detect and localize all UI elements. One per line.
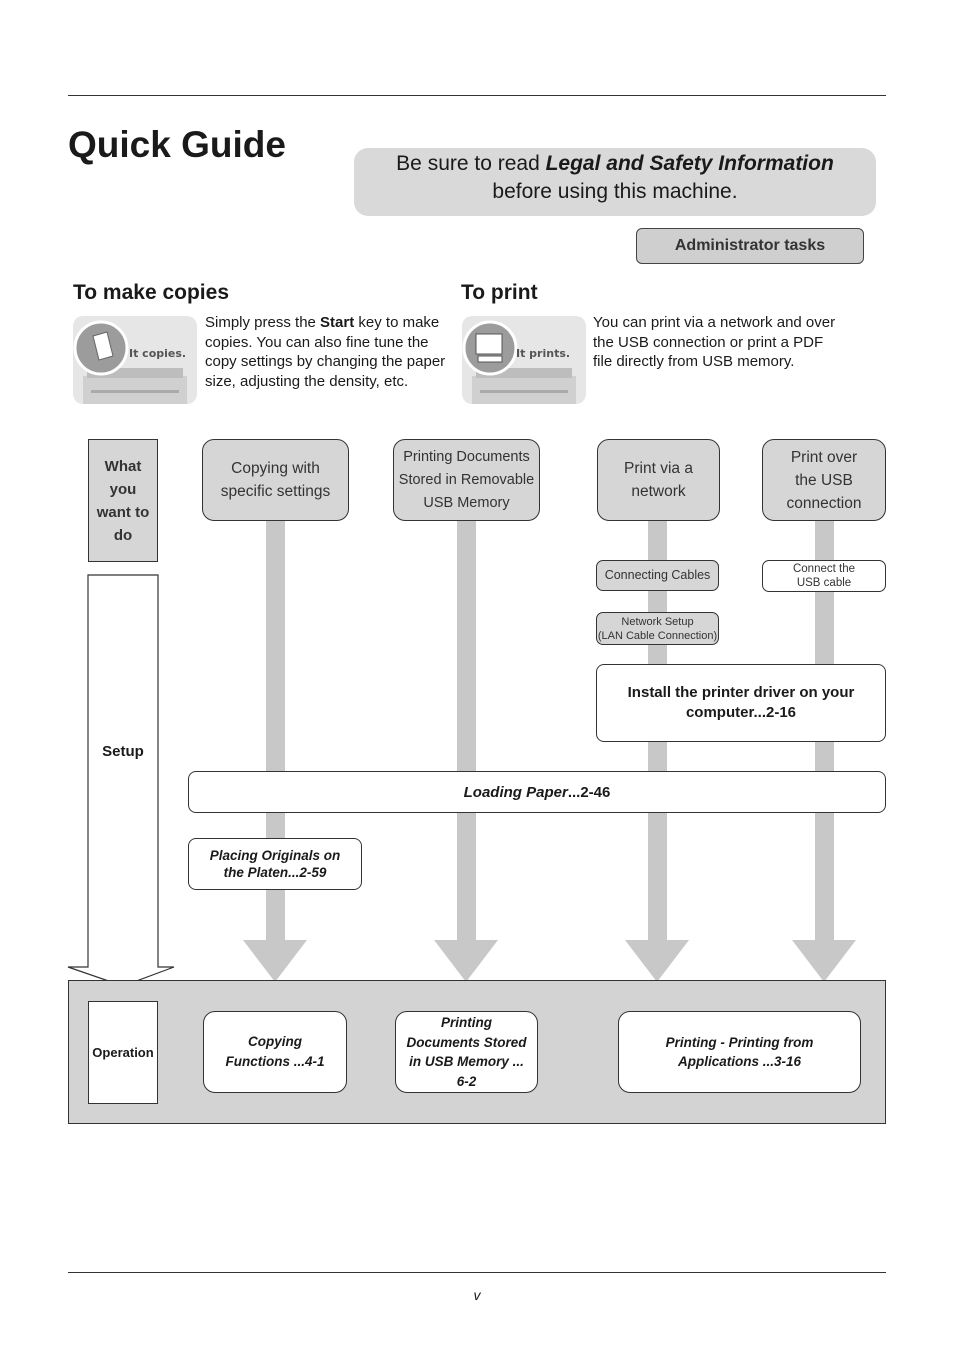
network-setup-step: Network Setup (LAN Cable Connection) [596, 612, 719, 645]
connect-usb-step: Connect the USB cable [762, 560, 886, 592]
operation-label: Operation [88, 1001, 158, 1104]
loading-paper-ref: ...2-46 [567, 783, 611, 801]
goal-copying-settings: Copying with specific settings [202, 439, 349, 521]
top-rule [68, 95, 886, 96]
loading-paper-step: Loading Paper...2-46 [188, 771, 886, 813]
notice-emphasis: Legal and Safety Information [545, 152, 834, 175]
setup-label: Setup [102, 743, 144, 760]
connector-copy [266, 520, 285, 940]
install-driver-step: Install the printer driver on your compu… [596, 664, 886, 742]
goal-network: Print via a network [597, 439, 720, 521]
copies-description: Simply press the Start key to make copie… [205, 313, 453, 391]
arrowhead-usb-memory [434, 940, 498, 982]
page-title: Quick Guide [68, 124, 286, 165]
notice-line2: before using this machine. [492, 180, 738, 203]
setup-arrow [67, 574, 175, 987]
page-number: v [473, 1287, 481, 1303]
loading-paper-label: Loading Paper [463, 783, 568, 801]
connector-usb-memory [457, 520, 476, 940]
what-you-want-label: What you want to do [88, 439, 158, 562]
goal-usb-memory: Printing Documents Stored in Removable U… [393, 439, 540, 521]
printer-icon: It prints. [462, 316, 586, 404]
connecting-cables-step: Connecting Cables [596, 560, 719, 591]
print-description: You can print via a network and over the… [593, 314, 836, 370]
placing-originals-step: Placing Originals on the Platen...2-59 [188, 838, 362, 890]
print-thumb-label: It prints. [516, 347, 570, 360]
copies-desc-suffix: key to make copies. You can also fine tu… [205, 314, 446, 390]
notice-prefix: Be sure to read [396, 152, 546, 175]
arrowhead-network [625, 940, 689, 982]
bottom-rule [68, 1272, 886, 1273]
safety-notice: Be sure to read Legal and Safety Informa… [354, 148, 876, 216]
start-key-label: Start [320, 314, 355, 331]
copies-thumb-label: It copies. [129, 347, 186, 360]
print-heading: To print [461, 281, 538, 304]
goal-usb-connection: Print over the USB connection [762, 439, 886, 521]
copies-heading: To make copies [73, 281, 230, 304]
admin-tasks-badge: Administrator tasks [636, 228, 864, 264]
op-printing-applications: Printing - Printing from Applications ..… [618, 1011, 861, 1093]
network-setup-line1: Network Setup [621, 615, 694, 628]
arrowhead-usb-cable [792, 940, 856, 982]
copier-icon: It copies. [73, 316, 197, 404]
op-copying-functions: Copying Functions ...4-1 [203, 1011, 347, 1093]
op-usb-memory-printing: Printing Documents Stored in USB Memory … [395, 1011, 538, 1093]
arrowhead-copy [243, 940, 307, 982]
copies-desc-prefix: Simply press the [205, 314, 321, 331]
network-setup-line2: (LAN Cable Connection) [597, 629, 718, 642]
